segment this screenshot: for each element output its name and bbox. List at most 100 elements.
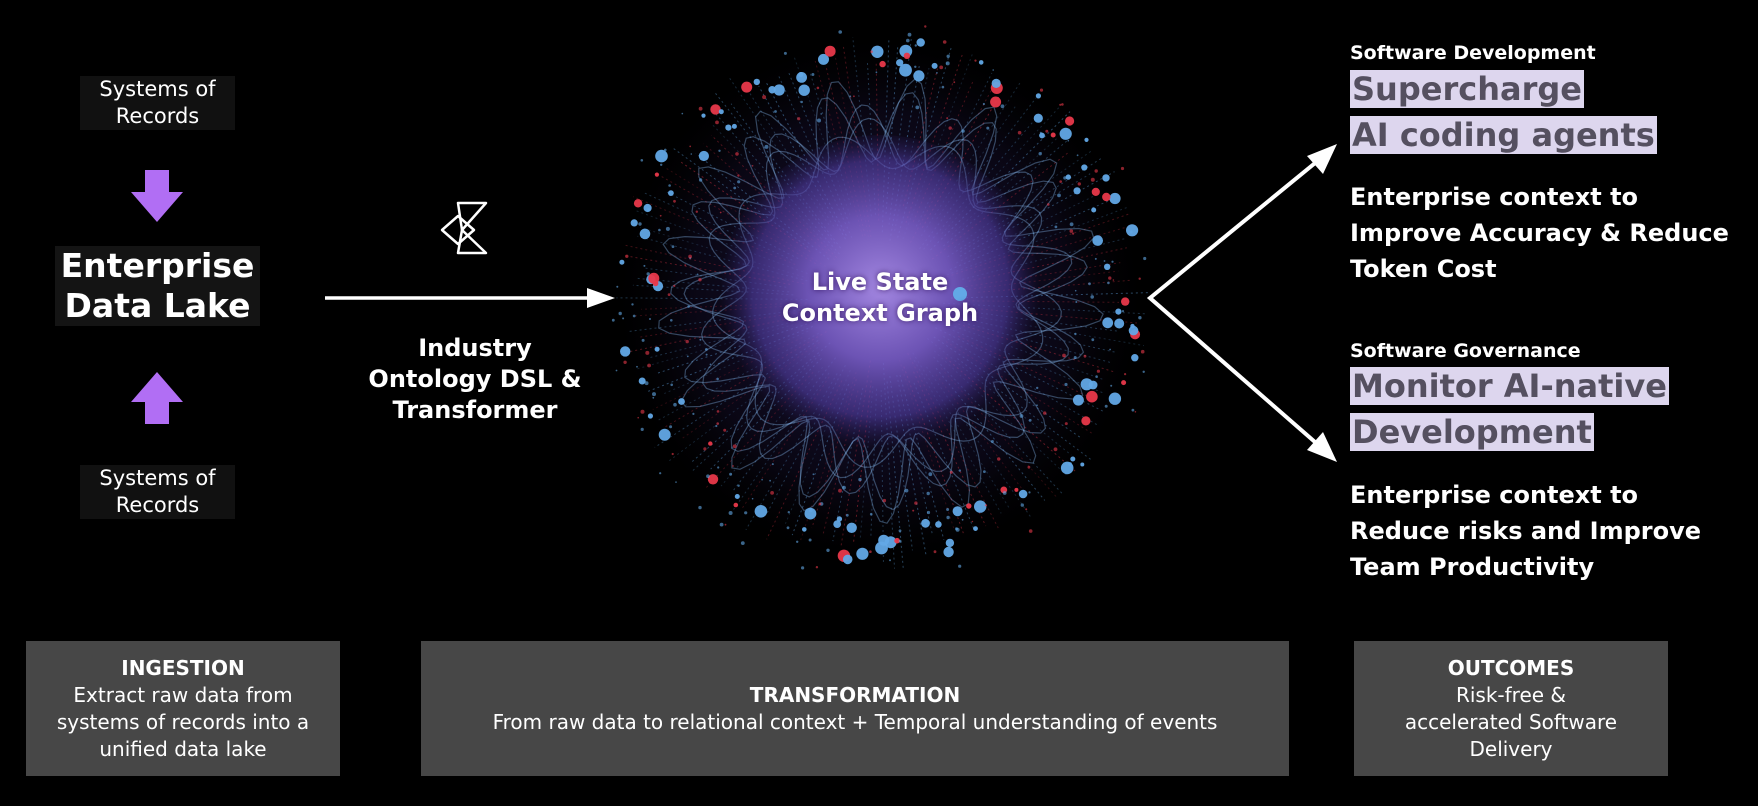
supercharge-headline-line1: Supercharge	[1350, 70, 1584, 108]
graph-node	[1104, 404, 1108, 408]
graph-node	[955, 527, 958, 531]
graph-ray	[672, 147, 809, 248]
graph-node	[1120, 166, 1125, 171]
graph-node	[649, 318, 651, 320]
graph-node	[812, 473, 815, 476]
graph-node	[815, 566, 819, 569]
graph-wave	[658, 78, 1104, 524]
graph-node	[818, 502, 822, 506]
graph-node	[639, 228, 651, 240]
graph-node	[869, 512, 873, 516]
graph-node	[783, 51, 787, 55]
software-development-category: Software Development	[1350, 42, 1596, 64]
ingestion-box: INGESTION Extract raw data from systems …	[26, 641, 340, 776]
graph-node	[898, 539, 902, 543]
supercharge-headline: Supercharge AI coding agents	[1350, 66, 1730, 158]
graph-node	[926, 510, 931, 515]
graph-node	[896, 59, 904, 67]
graph-node	[640, 427, 644, 431]
graph-ray	[975, 320, 1116, 353]
graph-node	[817, 118, 821, 123]
graph-node	[619, 259, 625, 265]
graph-node	[668, 184, 671, 187]
graph-node	[990, 440, 994, 443]
graph-node	[1061, 103, 1064, 106]
graph-node	[710, 104, 721, 115]
graph-node	[1142, 370, 1145, 373]
graph-nodes	[604, 25, 1159, 570]
graph-node	[856, 547, 869, 560]
graph-node	[643, 203, 652, 213]
graph-ray	[809, 71, 852, 205]
development-description: Enterprise context to Improve Accuracy &…	[1350, 183, 1729, 283]
graph-node	[770, 491, 774, 495]
graph-node	[1110, 384, 1113, 387]
graph-node	[705, 348, 708, 351]
graph-core	[720, 135, 1040, 455]
graph-node	[715, 424, 718, 428]
graph-node	[1000, 104, 1005, 109]
graph-node	[664, 148, 667, 152]
graph-ray	[959, 171, 1115, 257]
graph-node	[915, 105, 920, 110]
graph-ray	[714, 91, 836, 244]
graph-node	[978, 60, 984, 65]
graph-node	[737, 180, 741, 184]
graph-ray	[949, 199, 1111, 271]
graph-node	[916, 38, 925, 47]
graph-node	[733, 186, 737, 190]
graph-node	[1039, 88, 1044, 92]
monitor-headline-line1: Monitor AI-native	[1350, 367, 1669, 405]
graph-node	[1081, 164, 1088, 171]
graph-node	[618, 311, 622, 316]
outcomes-box-title: OUTCOMES	[1447, 655, 1575, 680]
bottom-systems-of-records-label: Systems of Records	[80, 465, 235, 519]
graph-node	[658, 428, 671, 441]
graph-ray	[973, 225, 1131, 273]
data-lake-title-text: Enterprise Data Lake	[55, 246, 260, 326]
graph-node	[928, 472, 933, 477]
graph-node	[1036, 386, 1039, 390]
graph-node	[761, 478, 763, 481]
graph-node	[990, 96, 1002, 108]
graph-node	[1103, 260, 1106, 262]
graph-node	[652, 392, 656, 397]
graph-node	[1094, 169, 1098, 173]
graph-node	[796, 540, 799, 543]
graph-node	[1038, 152, 1042, 156]
graph-node	[647, 208, 651, 212]
graph-node	[740, 541, 745, 545]
graph-ray	[953, 149, 1094, 249]
graph-node	[845, 513, 849, 517]
graph-node	[914, 501, 918, 505]
graph-ray	[640, 226, 804, 278]
graph-node	[948, 126, 952, 130]
graph-node	[1047, 203, 1050, 206]
graph-node	[638, 222, 642, 226]
graph-node	[984, 504, 987, 507]
graph-node	[774, 110, 777, 113]
graph-node	[1091, 338, 1095, 342]
graph-ray	[902, 68, 938, 207]
graph-node	[961, 518, 964, 521]
graph-node	[692, 412, 695, 415]
graph-node	[616, 285, 619, 288]
graph-node	[1069, 229, 1074, 233]
graph-node	[640, 159, 644, 162]
graph-node	[698, 150, 709, 162]
graph-node	[717, 466, 720, 469]
graph-node	[716, 410, 720, 413]
graph-node	[1129, 230, 1133, 234]
graph-ray	[957, 358, 1092, 461]
bottom-systems-label-text: Systems of Records	[80, 465, 235, 519]
graph-node	[718, 109, 724, 115]
graph-node	[882, 498, 887, 503]
graph-node	[696, 273, 699, 276]
graph-node	[1045, 129, 1049, 133]
graph-node	[945, 538, 955, 548]
graph-node	[1107, 281, 1110, 285]
graph-node	[899, 63, 912, 77]
graph-node	[632, 314, 636, 318]
graph-node	[633, 199, 643, 208]
graph-node	[647, 363, 651, 368]
